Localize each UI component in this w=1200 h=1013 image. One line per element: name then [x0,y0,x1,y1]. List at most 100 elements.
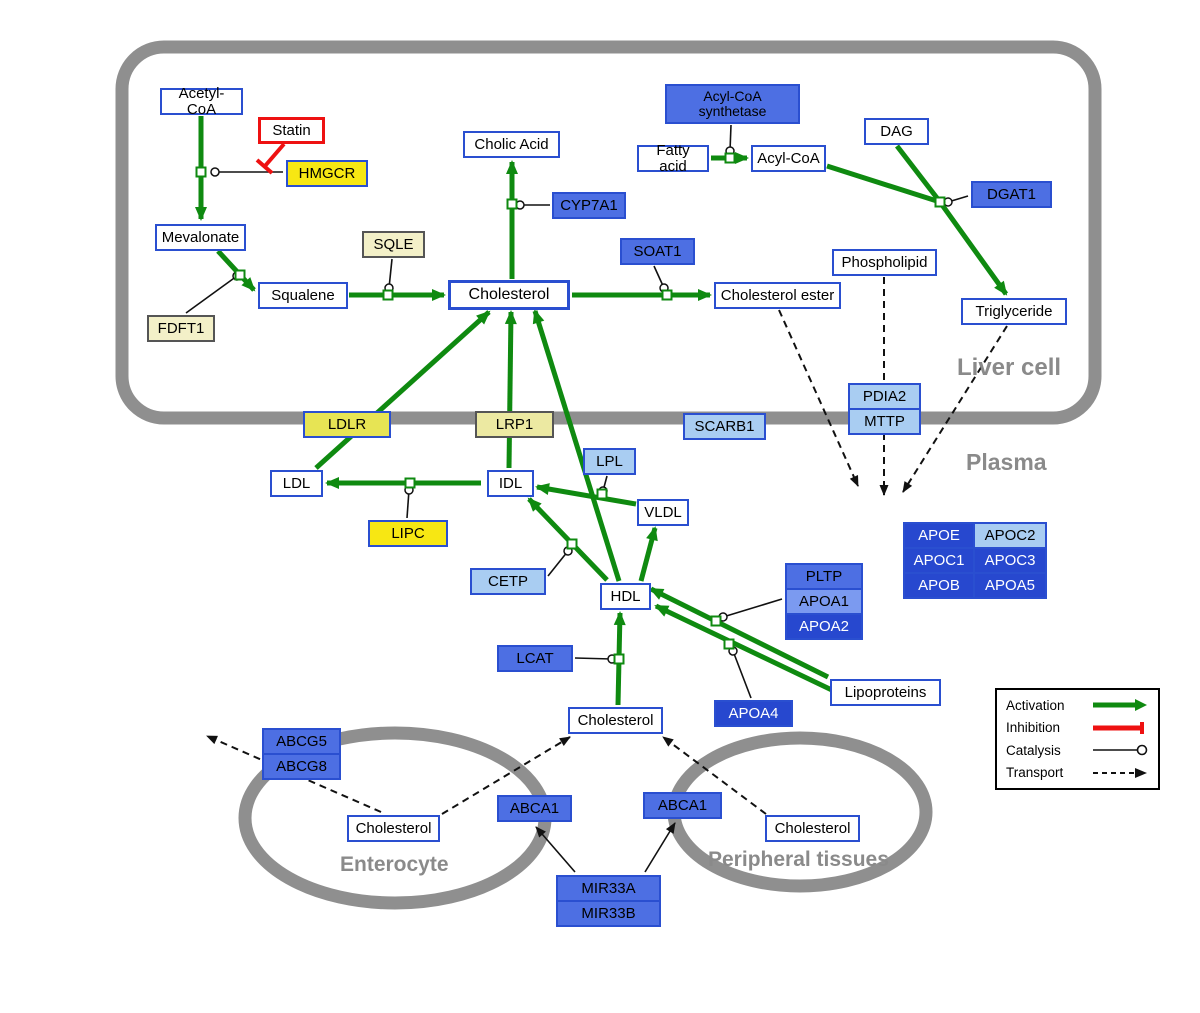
transport-peripheral-to-plasma-cholesterol [662,736,767,815]
enterocyte-label: Enterocyte [340,853,449,876]
reaction-node [710,615,722,627]
catalysis-apoa-stack [718,598,783,622]
activation-idl-cholesterol-via-lrp1 [504,310,517,469]
node-apoc2[interactable]: APOC2 [973,522,1047,549]
node-dgat1[interactable]: DGAT1 [971,181,1052,208]
node-fdft1[interactable]: FDFT1 [147,315,215,342]
node-apoa2[interactable]: APOA2 [785,613,863,640]
reaction-node [566,538,578,550]
node-lpl[interactable]: LPL [583,448,636,475]
node-lrp1[interactable]: LRP1 [475,411,554,438]
catalysis-lcat [574,654,617,664]
node-statin[interactable]: Statin [258,117,325,144]
node-mevalonate[interactable]: Mevalonate [155,224,246,251]
activation-hdl-vldl [638,526,658,582]
node-acetyl-coa[interactable]: Acetyl-CoA [160,85,243,117]
node-apob[interactable]: APOB [903,572,975,599]
reaction-node [506,198,518,210]
arrow-mir33-abca1-left [535,826,576,873]
node-apoc1[interactable]: APOC1 [903,547,975,574]
activation-dag-junction [895,144,939,200]
node-scarb1[interactable]: SCARB1 [683,413,766,440]
node-abcg8[interactable]: ABCG8 [262,753,341,780]
activation-hdl-cholesterol [532,309,622,582]
node-soat1[interactable]: SOAT1 [620,238,695,265]
reaction-node [234,269,246,281]
legend: Activation Inhibition Catalysis Transpor… [995,688,1160,790]
node-mttp[interactable]: MTTP [848,408,921,435]
node-cyp7a1[interactable]: CYP7A1 [552,192,626,219]
legend-row-catalysis: Catalysis [1006,742,1149,758]
catalysis-sqle [384,258,394,293]
node-dag[interactable]: DAG [864,118,929,145]
node-hdl[interactable]: HDL [600,583,651,610]
transport-cholesterolester-plasma [778,309,859,487]
catalysis-circle-icon [1093,745,1148,756]
node-vldl[interactable]: VLDL [637,499,689,526]
inhibition-statin-hmgcr [263,142,286,168]
node-phospholipid[interactable]: Phospholipid [832,249,937,276]
node-apoa1[interactable]: APOA1 [785,588,863,615]
catalysis-dgat1 [943,195,969,207]
legend-row-transport: Transport [1006,765,1149,781]
node-hmgcr[interactable]: HMGCR [286,160,368,187]
activation-lipoproteins-hdl-upper [649,586,830,680]
legend-activation-label: Activation [1006,697,1065,713]
node-abca1-right[interactable]: ABCA1 [643,792,722,819]
node-cholic-acid[interactable]: Cholic Acid [463,131,560,158]
reaction-node [404,477,416,489]
node-ldlr[interactable]: LDLR [303,411,391,438]
node-cholesterol-ester[interactable]: Cholesterol ester [714,282,841,309]
node-cholesterol-enterocyte[interactable]: Cholesterol [347,815,440,842]
reaction-node [382,289,394,301]
node-cetp[interactable]: CETP [470,568,546,595]
legend-inhibition-label: Inhibition [1006,720,1061,736]
node-triglyceride[interactable]: Triglyceride [961,298,1067,325]
inhibition-tbar-icon [1093,721,1144,734]
reaction-node [723,638,735,650]
node-pdia2[interactable]: PDIA2 [848,383,921,410]
reaction-node [724,152,736,164]
arrow-mir33-abca1-right [644,822,676,873]
transport-enterocyte-to-plasma-cholesterol [441,736,571,815]
catalysis-fdft1 [185,271,242,314]
transport-cholesterol-abcg58-out [206,735,382,813]
node-lipoproteins[interactable]: Lipoproteins [830,679,941,706]
node-abcg5[interactable]: ABCG5 [262,728,341,755]
reaction-node [596,488,608,500]
catalysis-lipc [404,485,414,519]
node-cholesterol-peripheral[interactable]: Cholesterol [765,815,860,842]
catalysis-acylcoa-synthetase [725,124,735,156]
node-mir33b[interactable]: MIR33B [556,900,661,927]
node-fatty-acid[interactable]: Fatty acid [637,142,709,174]
transport-triglyceride-plasma [902,325,1008,493]
reaction-node [195,166,207,178]
node-abca1-left[interactable]: ABCA1 [497,795,572,822]
node-squalene[interactable]: Squalene [258,282,348,309]
liver-cell-label: Liver cell [957,354,1062,381]
plasma-label: Plasma [966,449,1047,475]
legend-catalysis-label: Catalysis [1006,742,1061,758]
node-sqle[interactable]: SQLE [362,231,425,258]
node-apoa5[interactable]: APOA5 [973,572,1047,599]
node-cholesterol-plasma[interactable]: Cholesterol [568,707,663,734]
transport-dashed-arrow-icon [1093,767,1147,778]
node-ldl[interactable]: LDL [270,470,323,497]
legend-transport-label: Transport [1006,765,1064,781]
catalysis-cetp [547,546,573,577]
node-acyl-coa[interactable]: Acyl-CoA [751,145,826,172]
activation-ldl-cholesterol-via-ldlr [314,310,491,470]
node-lcat[interactable]: LCAT [497,645,573,672]
node-apoa4[interactable]: APOA4 [714,700,793,727]
node-apoc3[interactable]: APOC3 [973,547,1047,574]
node-idl[interactable]: IDL [487,470,534,497]
node-mir33a[interactable]: MIR33A [556,875,661,902]
reaction-node [661,289,673,301]
node-lipc[interactable]: LIPC [368,520,448,547]
node-cholesterol-liver[interactable]: Cholesterol [448,280,570,310]
node-acyl-coa-synthetase[interactable]: Acyl-CoA synthetase [665,84,800,124]
node-pltp[interactable]: PLTP [785,563,863,590]
legend-row-inhibition: Inhibition [1006,720,1149,736]
node-apoe[interactable]: APOE [903,522,975,549]
